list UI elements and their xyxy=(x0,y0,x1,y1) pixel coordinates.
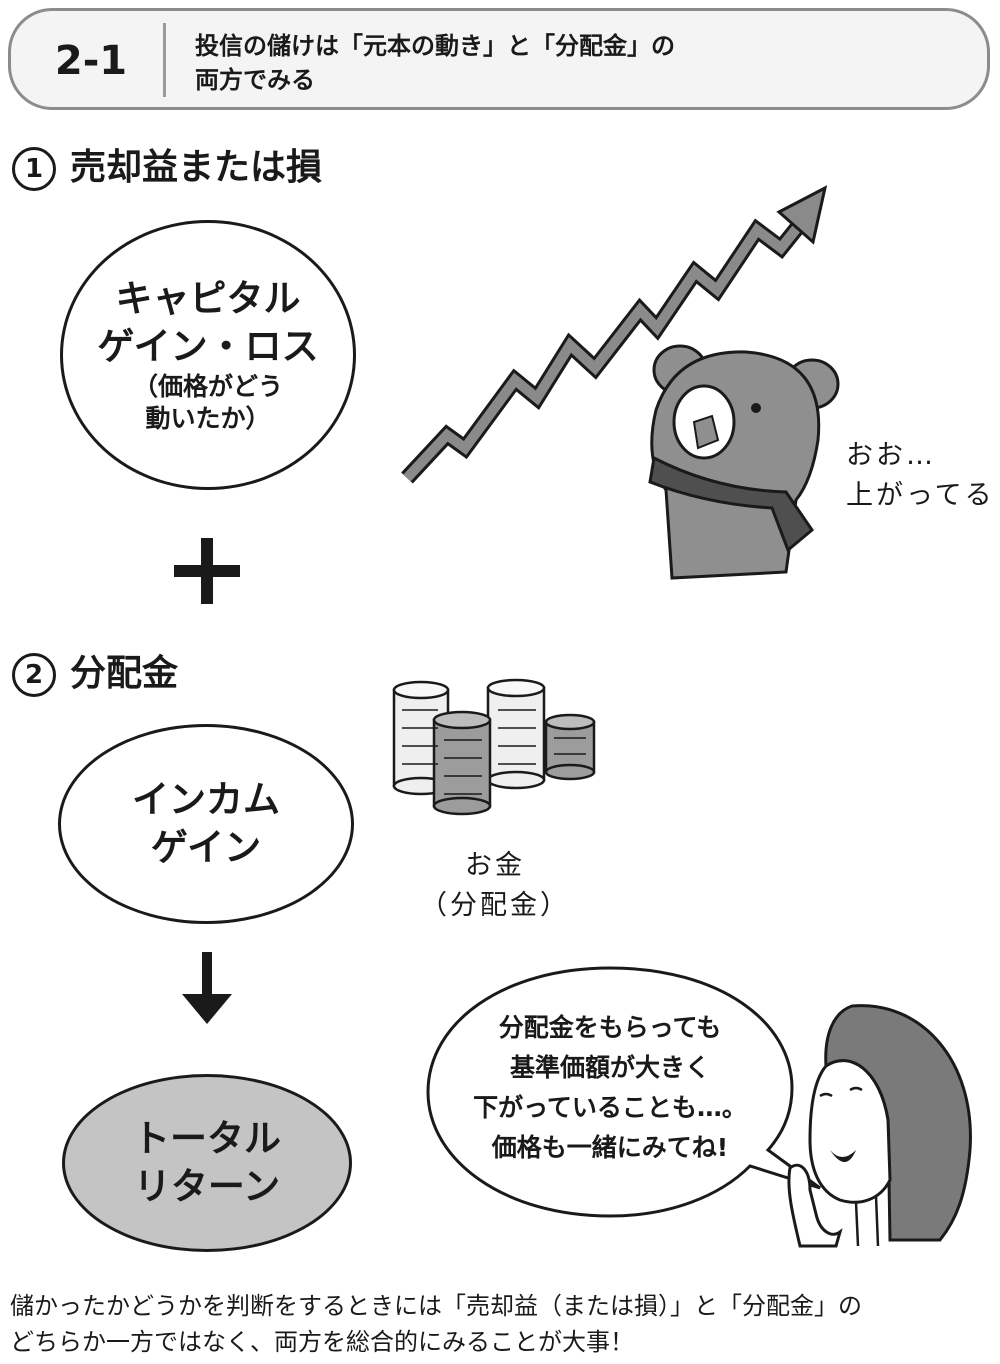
footer-line2: どちらか一方ではなく、両方を総合的にみることが大事！ xyxy=(10,1328,634,1356)
chapter-title-line2: 両方でみる xyxy=(195,66,315,94)
income-gain-line1: インカム xyxy=(132,778,280,821)
section1-title-text: 売却益または損 xyxy=(70,147,323,188)
footer-line1: 儲かったかどうかを判断をするときには「売却益（または損）」と「分配金」の xyxy=(10,1292,862,1320)
woman-illustration xyxy=(787,1004,972,1248)
section2-title-text: 分配金 xyxy=(70,653,179,694)
coin-caption-line2: （分配金） xyxy=(420,890,570,921)
capital-gain-ellipse: キャピタル ゲイン・ロス （価格がどう 動いたか） xyxy=(60,220,356,490)
capital-gain-sub2: 動いたか） xyxy=(145,404,271,433)
capital-gain-line2: ゲイン・ロス xyxy=(97,325,319,368)
header-divider xyxy=(163,23,166,97)
total-return-ellipse: トータル リターン xyxy=(62,1074,352,1252)
bear-illustration xyxy=(648,344,840,580)
coin-caption: お金 （分配金） xyxy=(410,846,580,926)
speech-bubble xyxy=(426,966,821,1218)
income-gain-ellipse: インカム ゲイン xyxy=(58,724,354,924)
chapter-title-line1: 投信の儲けは「元本の動き」と「分配金」の xyxy=(195,32,675,60)
plus-icon xyxy=(174,538,240,604)
coin-stacks-icon xyxy=(392,678,596,816)
bear-caption: おお… 上がってる xyxy=(846,436,995,516)
income-gain-line2: ゲイン xyxy=(150,826,262,869)
section2-title: 2 分配金 xyxy=(12,652,178,697)
section2-marker: 2 xyxy=(12,653,56,697)
down-arrow-icon xyxy=(182,952,232,1024)
footer-note: 儲かったかどうかを判断をするときには「売却益（または損）」と「分配金」の どちら… xyxy=(10,1288,992,1360)
bubble-line1: 分配金をもらっても xyxy=(498,1013,722,1042)
section1-marker: 1 xyxy=(12,147,56,191)
total-return-line1: トータル xyxy=(133,1117,281,1160)
capital-gain-sub1: （価格がどう xyxy=(132,372,283,401)
capital-gain-line1: キャピタル xyxy=(115,277,301,320)
bubble-line3: 下がっていることも…。 xyxy=(473,1093,747,1122)
bear-caption-line2: 上がってる xyxy=(846,480,995,511)
chapter-number: 2-1 xyxy=(54,38,128,84)
bubble-line2: 基準価額が大きく xyxy=(509,1053,710,1082)
total-return-line2: リターン xyxy=(133,1165,281,1208)
section1-title: 1 売却益または損 xyxy=(12,146,322,191)
bear-caption-line1: おお… xyxy=(846,440,936,471)
coin-caption-line1: お金 xyxy=(465,850,525,881)
chapter-title: 投信の儲けは「元本の動き」と「分配金」の 両方でみる xyxy=(195,29,675,97)
chapter-header: 2-1 投信の儲けは「元本の動き」と「分配金」の 両方でみる xyxy=(8,8,990,110)
bubble-line4: 価格も一緒にみてね! xyxy=(491,1133,729,1162)
rising-price-arrow-icon xyxy=(401,185,828,484)
speech-bubble-text: 分配金をもらっても 基準価額が大きく 下がっていることも…。 価格も一緒にみてね… xyxy=(440,1008,780,1168)
